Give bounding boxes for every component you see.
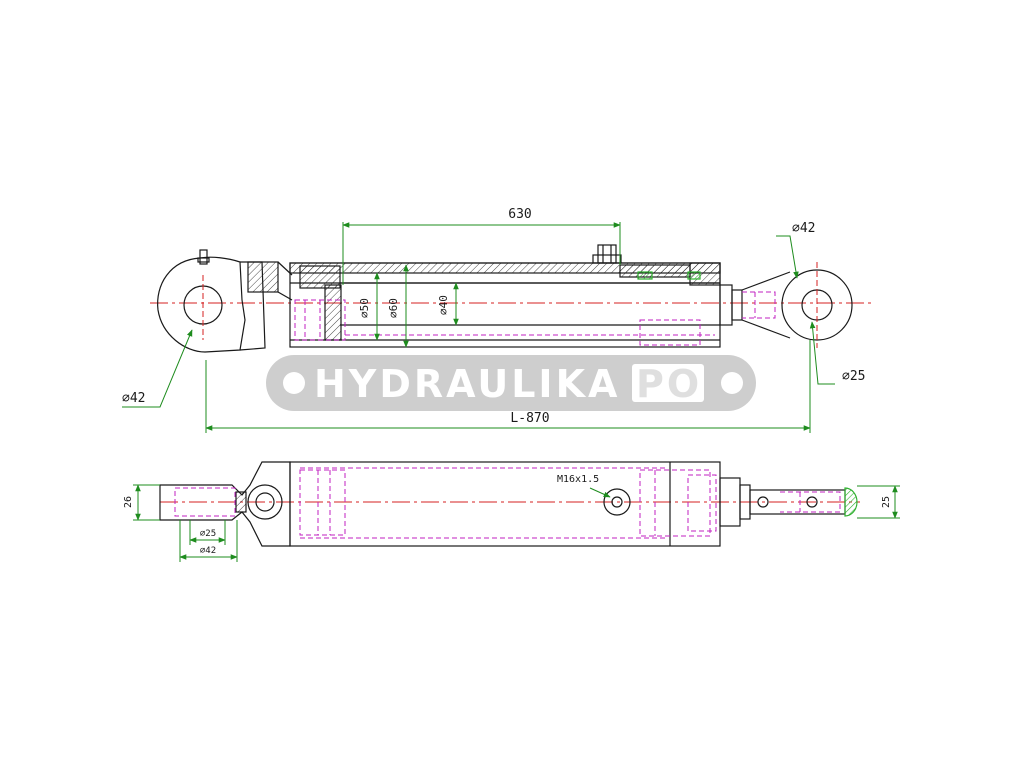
dim-left-eye-outer-label: ⌀42 [122, 391, 145, 406]
hidden-lines-top [294, 291, 776, 346]
watermark-text: HYDRAULIKA [314, 362, 620, 406]
dim-bore-label: ⌀50 [358, 298, 371, 318]
dim-right-pin-label: ⌀25 [842, 369, 865, 384]
dim-length [205, 340, 811, 433]
dim-rod-eye-width [857, 485, 900, 519]
dim-port-label: M16x1.5 [557, 474, 599, 485]
bottom-view: 26 ⌀25 ⌀42 M16x1.5 25 [123, 461, 900, 562]
dim-diameters [374, 264, 459, 348]
dim-rod-label: ⌀40 [437, 295, 450, 315]
watermark-suffix: PO [636, 362, 702, 406]
right-eye [741, 269, 853, 341]
dim-bottom-pin [179, 520, 238, 562]
dim-port [589, 487, 611, 498]
watermark-dot-right [721, 372, 743, 394]
dim-stroke [342, 222, 621, 285]
dim-bottom-pin-label: ⌀25 [200, 529, 216, 539]
top-view: 630 ⌀50 ⌀60 ⌀40 ⌀42 ⌀25 ⌀42 L [122, 207, 872, 433]
dim-left-eye-outer [122, 329, 193, 408]
dim-right-eye-outer-label: ⌀42 [792, 221, 815, 236]
dim-eye-width-label: 26 [123, 496, 134, 508]
dim-stroke-label: 630 [508, 207, 531, 222]
dim-rod-eye-width-label: 25 [881, 496, 892, 508]
cylinder-tube [289, 244, 743, 348]
dim-length-label: L-870 [510, 411, 549, 426]
dim-right-eye-outer [776, 235, 799, 279]
watermark: HYDRAULIKA PO [266, 355, 756, 411]
dim-tube-label: ⌀60 [387, 298, 400, 318]
left-eye [157, 249, 293, 353]
hidden-lines-bottom [174, 467, 841, 539]
watermark-suffix-box [632, 364, 704, 402]
dim-eye-width [133, 484, 160, 521]
watermark-dot-left [283, 372, 305, 394]
bottom-tube [289, 461, 858, 547]
dim-bottom-eye-label: ⌀42 [200, 546, 216, 556]
dim-right-pin [809, 321, 835, 385]
